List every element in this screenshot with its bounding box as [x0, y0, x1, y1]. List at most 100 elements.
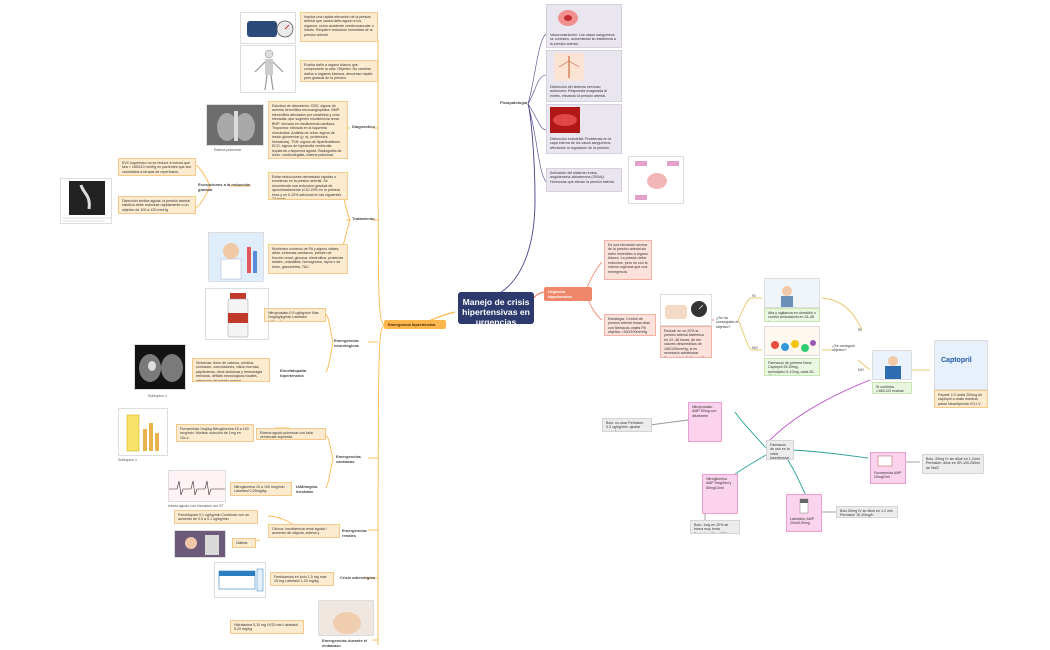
- captopril-text: Repetir 2-3 dosis 200mg de captopril a d…: [934, 390, 988, 408]
- dialysis-label[interactable]: Diálisis: [232, 538, 256, 549]
- renal-label[interactable]: Emergencias renales: [342, 528, 367, 538]
- neuro-label[interactable]: Emergencias neurológicas: [334, 338, 359, 348]
- urgency-strategy: Estrategia: Control de presión arterial …: [604, 314, 656, 336]
- lab-tech-icon: [209, 233, 263, 281]
- no-label-2: NO: [858, 368, 864, 372]
- pregnancy-icon: [319, 601, 373, 635]
- nervous-system-icon: [554, 53, 584, 81]
- ct-scan-icon: [139, 354, 183, 382]
- connector-nitroprus-dose: [649, 419, 689, 426]
- renal-text: Clínica: Insuficiencia renal aguda / aum…: [268, 524, 340, 538]
- pregnancy-image: [318, 600, 374, 636]
- tratamiento-text-1: Evitar reducciones demasiado rápidas o e…: [268, 172, 348, 200]
- cardiac-mi-label[interactable]: IAM/angina inestable: [296, 484, 318, 494]
- connector-sub-d: [195, 164, 250, 209]
- nurse-image: [872, 350, 912, 380]
- nurse-icon: [873, 351, 911, 379]
- furosemida-box-icon: [877, 455, 893, 467]
- adrenergic-label[interactable]: Crisis adrenérgica: [340, 575, 375, 580]
- diagnostico-text: Estudios de laboratorio: CBC: signos de …: [268, 101, 348, 159]
- intro-text-2: Evalúa daño a órgano blanco que comprome…: [300, 60, 378, 82]
- home-care-icon: [765, 279, 819, 307]
- diagnostico-label[interactable]: Diagnóstico: [352, 124, 375, 129]
- tratamiento-text-2: Monitoreo continuo de PA y signos vitale…: [268, 244, 348, 274]
- home-image: [764, 278, 820, 308]
- raas-diagram-icon: [635, 161, 679, 200]
- nitroprusiato-dose: Bolo: no usar Perfusión 0.3 ug/kg/min, a…: [602, 418, 652, 432]
- connector-left-trunk-down: [377, 324, 385, 646]
- connector-left-trunk-up: [377, 40, 385, 326]
- pathophys-label[interactable]: Fisiopatología: [500, 100, 528, 105]
- pills-icon: [765, 327, 819, 355]
- neuro-sub-label[interactable]: Encefalopatía hipertensiva: [280, 368, 307, 378]
- excepciones-label[interactable]: Excepciones a la reducción gradual: [198, 182, 251, 192]
- dialysis-image: [174, 530, 226, 558]
- furosemida-dose: Bolo: 20mg IV sin diluir en 1-2min Perfu…: [922, 454, 984, 474]
- question-1[interactable]: ¿Se ha conseguido el objetivo?: [716, 316, 739, 329]
- central-topic[interactable]: Manejo de crisis hipertensivas en urgenc…: [458, 292, 534, 324]
- raas-image: [628, 156, 684, 204]
- medication-vial-icon: [227, 293, 249, 338]
- question-2[interactable]: ¿Se consiguió objetivo?: [832, 344, 855, 353]
- ecg-caption: Infarto agudo con elevación del ST: [168, 504, 224, 508]
- endothelium-icon: [550, 107, 580, 133]
- drug-box-icon: [218, 568, 264, 592]
- box-image: [214, 562, 266, 598]
- tratamiento-label[interactable]: Tratamiento: [352, 216, 375, 221]
- yes-label-1: SI: [752, 294, 756, 298]
- nitroglicerina-node[interactable]: Nitroglicerina AMP 5mg/5ml y 50mg/10ml: [702, 474, 738, 514]
- branch-urgencia[interactable]: Urgencia hipertensiva: [544, 287, 592, 301]
- pills-image: [764, 326, 820, 356]
- bp-cuff-icon: [247, 20, 294, 38]
- nitroprusiato-node[interactable]: Nitroprusiato AMP 50mg con disolvente: [688, 402, 722, 442]
- chest-xray-icon: [207, 105, 263, 145]
- connector-iv-nitroprus: [734, 411, 767, 449]
- pregnancy-text: Hidralazina 5-10 mg IV/20 min Labetalol …: [230, 620, 304, 634]
- renal-treatment: Fenoldopam 0.1 ug/kg/min Continuar con u…: [174, 510, 258, 524]
- connector-yes-2: [821, 297, 863, 331]
- nitroglicerina-dose: Bolo: 1mg en 20% de forma muy lenta Perf…: [690, 520, 740, 534]
- cardiac-label[interactable]: Emergencias cardiacas: [336, 454, 361, 464]
- excepciones-text-2: Disección aórtica aguda: la presión arte…: [118, 196, 196, 214]
- connector-no-2: [822, 349, 871, 371]
- aorta-scan-icon: [63, 181, 111, 222]
- neuro-drug: Nitroprusiato 0.5 ug/kg/min Max 2mg/kg/k…: [264, 308, 326, 322]
- ct-scan-image: [134, 344, 186, 390]
- no-label-1: NO: [752, 346, 758, 350]
- aorta-image: [60, 178, 112, 224]
- captopril-brand: Captopril: [941, 357, 972, 364]
- follow-up: Alta y vigilancia en domicilio o control…: [764, 308, 820, 322]
- pregnancy-label[interactable]: Emergencias durante el embarazo: [322, 638, 368, 648]
- cardiac-edema-label: Edema agudo pulmonar con falla ventricul…: [256, 428, 326, 440]
- vial-image: [205, 288, 269, 340]
- urgency-definition: Es una elevación severa de la presión ar…: [604, 240, 652, 280]
- vasoconstriction-icon: [558, 10, 578, 26]
- connector-sub-c: [325, 434, 334, 489]
- intro-text-1: Implica una rápida elevación de la presi…: [300, 12, 378, 42]
- pathophys-item-1: Vasoconstricción: Los vasos sanguíneos s…: [546, 4, 622, 48]
- connector-iv-furosemide: [791, 449, 869, 459]
- ampoule-caption: Subtópico 1: [118, 458, 137, 462]
- connector-sub-b: [325, 313, 334, 373]
- dialysis-icon: [175, 531, 225, 557]
- urgency-goal: Reducir en un 20% la presión arterial si…: [660, 326, 712, 358]
- adrenergic-text: Fentolamina en bolo 1-5 mg max 15 mg Lab…: [270, 572, 334, 586]
- ampoule-icon: [126, 414, 159, 452]
- bp-monitor-image: [660, 294, 712, 326]
- connector-pathophys-items: [527, 33, 547, 183]
- urapidil-vial-icon: [799, 498, 809, 514]
- anatomy-image: [240, 45, 296, 93]
- first-line-drugs: Fármacos de primera línea: Captopril 25-…: [764, 358, 820, 376]
- anatomy-icon: [254, 49, 284, 91]
- bp-monitor-icon: [665, 301, 707, 319]
- iv-drugs-center[interactable]: Fármacos de uso en la crisis hipertensiv…: [766, 440, 794, 460]
- cardiac-mi-drugs: Nitroglicerina 15 a 100 mcg/min Labetalo…: [230, 482, 292, 496]
- bp-cuff-image: [240, 12, 296, 44]
- ecg-image: [168, 470, 226, 502]
- connector-sub-a: [339, 127, 351, 251]
- yes-label-2: SI: [858, 328, 862, 332]
- ecg-strip-icon: [169, 480, 225, 496]
- branch-emergencia[interactable]: Emergencia hipertensiva: [384, 320, 446, 329]
- cardiac-edema-drugs: Furosemida 1mg/kg Nitroglicerina 15 a 10…: [176, 424, 254, 442]
